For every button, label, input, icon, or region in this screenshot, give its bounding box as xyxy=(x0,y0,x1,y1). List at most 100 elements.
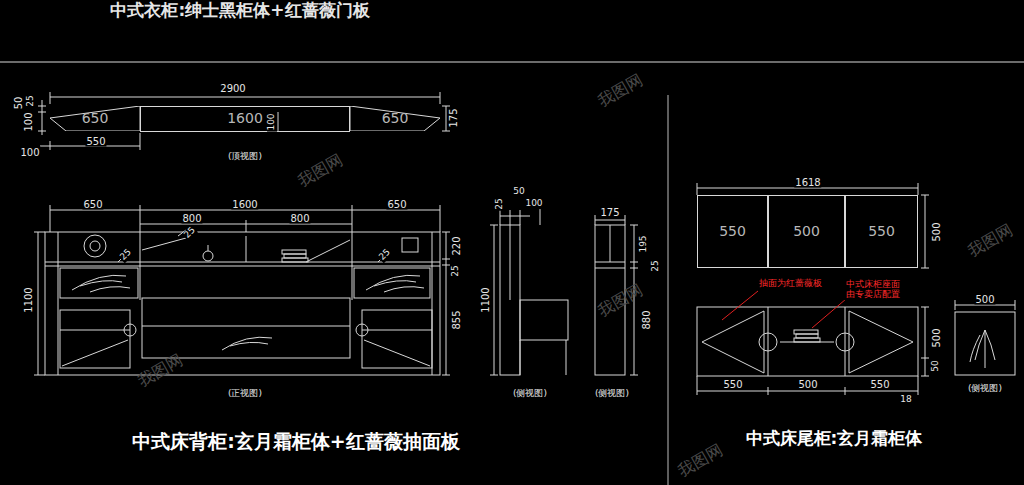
dimension-value: 25 xyxy=(451,264,461,277)
drawing-line xyxy=(45,266,440,267)
drawing-line xyxy=(50,210,440,211)
drawing-line xyxy=(34,232,45,233)
drawing-line xyxy=(442,131,450,132)
dimension-value: 550 xyxy=(85,136,106,147)
panel-outline xyxy=(350,106,440,131)
drawing-line xyxy=(702,311,764,373)
drawing-line xyxy=(440,205,441,232)
drawing-line xyxy=(246,236,247,262)
drawing-line xyxy=(282,250,306,254)
drawing-line xyxy=(38,106,46,107)
drawing-line xyxy=(446,106,447,131)
drawing-line xyxy=(520,300,568,340)
drawing-line xyxy=(955,312,1015,375)
drawing-line xyxy=(630,262,638,263)
drawing-line xyxy=(34,375,45,376)
drawing-line xyxy=(402,238,418,252)
drawing-line xyxy=(668,95,669,485)
drawing-line xyxy=(442,232,450,233)
panel-section: 500 xyxy=(768,195,845,268)
drawing-line xyxy=(203,251,213,261)
drawing-line xyxy=(58,232,59,375)
drawing-line xyxy=(42,100,43,135)
drawing-line xyxy=(38,232,39,375)
drawing-line xyxy=(630,375,638,376)
dimension-value: 100 xyxy=(524,199,543,209)
drawing-line xyxy=(625,215,626,225)
drawing-line xyxy=(812,299,846,328)
drawing-line xyxy=(356,324,368,336)
drawing-line xyxy=(45,262,440,263)
drawing-line xyxy=(595,262,625,263)
drawing-line xyxy=(845,387,846,395)
dimension-value: 1100 xyxy=(23,286,34,313)
drawing-line xyxy=(442,375,450,376)
drawing-line xyxy=(955,300,956,310)
panel-section: 550 xyxy=(845,195,918,268)
drawing-line xyxy=(50,141,51,150)
dimension-value: 1600 xyxy=(231,199,258,210)
panel-section: 1600 xyxy=(140,106,350,132)
dimension-value: 880 xyxy=(641,309,652,330)
dimension-value: 650 xyxy=(382,111,409,126)
dimension-value: 650 xyxy=(82,111,109,126)
panel-section: 650 xyxy=(350,106,440,131)
drawing-line xyxy=(45,232,440,375)
drawing-line xyxy=(796,334,818,338)
drawing-line xyxy=(366,275,424,292)
dimension-value: 18 xyxy=(899,395,912,405)
drawing-line xyxy=(60,268,138,298)
drawing-line xyxy=(970,330,995,368)
drawing-line xyxy=(0,62,1024,63)
drawing-line xyxy=(38,112,46,113)
watermark: 我图网 xyxy=(594,280,646,320)
drawing-line xyxy=(440,92,441,104)
dimension-value: 650 xyxy=(82,199,103,210)
dimension-value: 500 xyxy=(793,224,820,239)
drawing-line xyxy=(759,333,777,351)
drawing-line xyxy=(566,340,567,375)
drawing-line xyxy=(500,225,520,375)
drawing-line xyxy=(142,298,350,358)
dimension-value: 500 xyxy=(797,379,818,390)
dimension-value: 500 xyxy=(974,294,995,305)
drawing-line xyxy=(918,183,919,195)
drawing-line xyxy=(768,307,769,376)
drawing-line xyxy=(282,258,308,262)
drawing-line xyxy=(50,205,51,232)
dimension-value: 500 xyxy=(931,327,942,348)
drawing-line xyxy=(510,225,511,300)
dimension-value: 550 xyxy=(719,224,746,239)
dimension-value: 800 xyxy=(181,213,202,224)
dimension-value: 100 xyxy=(19,147,40,158)
drawing-line xyxy=(118,230,384,262)
drawing-line xyxy=(921,268,929,269)
dimension-value: 50 xyxy=(13,96,24,111)
drawing-line xyxy=(222,337,272,350)
view-name: (侧视图) xyxy=(594,389,630,399)
dimension-value: 550 xyxy=(868,224,895,239)
dimension-value: 50 xyxy=(512,187,525,197)
drawing-line xyxy=(849,311,913,373)
drawing-line xyxy=(84,235,106,257)
dimension-value: 500 xyxy=(931,221,942,242)
drawing-line xyxy=(921,307,929,308)
drawing-line xyxy=(794,338,820,342)
note-text: 中式床柜座面 由专卖店配置 xyxy=(843,280,903,300)
drawing-line xyxy=(500,210,501,225)
drawing-line xyxy=(1015,300,1016,310)
drawing-line xyxy=(446,232,447,375)
drawing-line xyxy=(921,376,929,377)
drawing-line xyxy=(490,225,498,226)
dimension-value: 220 xyxy=(451,235,462,256)
panel-section: 550 xyxy=(697,195,768,268)
dimension-value: 1100 xyxy=(480,286,491,313)
drawing-line xyxy=(50,92,51,104)
view-name: (侧视图) xyxy=(512,389,548,399)
dimension-value: 1618 xyxy=(794,177,821,188)
drawing-line xyxy=(595,220,625,221)
drawing-line xyxy=(836,333,854,351)
drawing-line xyxy=(500,216,530,217)
drawing-line xyxy=(354,268,430,298)
